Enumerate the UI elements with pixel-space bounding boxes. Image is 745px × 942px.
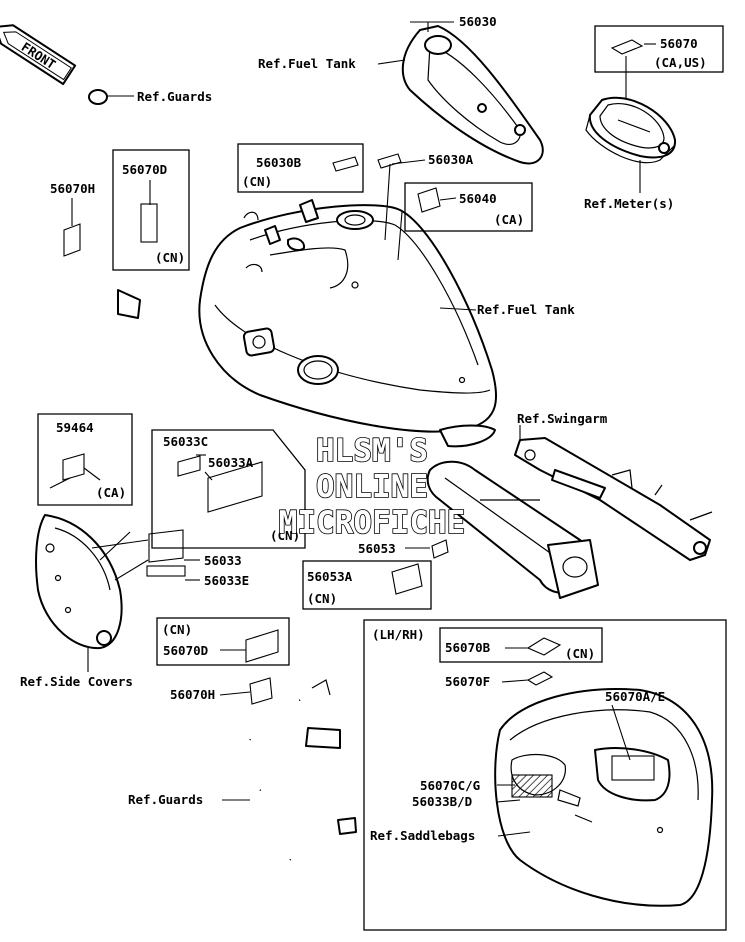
box-56070d-lower (156, 617, 290, 666)
decal-56070h-lower (249, 677, 273, 705)
label-56030b: 56030B (256, 155, 302, 170)
decal-56053a (391, 563, 423, 595)
label-ref-saddlebags: Ref.Saddlebags (370, 828, 475, 843)
label-56070-meter: 56070 (660, 36, 698, 51)
label-56033a: 56033A (208, 455, 254, 470)
label-ref-swingarm: Ref.Swingarm (517, 411, 608, 426)
decal-56033a (207, 461, 263, 513)
decal-56053 (431, 539, 449, 559)
label-56030: 56030 (459, 14, 497, 29)
box-saddlebag-group (363, 619, 727, 931)
label-cn-56033: (CN) (270, 528, 300, 543)
label-cn-56053a: (CN) (307, 591, 337, 606)
label-56033: 56033 (204, 553, 242, 568)
decal-56070h-upper (63, 223, 81, 257)
label-56070d-lower: 56070D (163, 643, 208, 658)
fuel-tank-cover-part (401, 22, 544, 165)
lower-guard-part (242, 679, 357, 875)
label-ref-fuel-tank-top: Ref.Fuel Tank (258, 56, 356, 71)
main-fuel-tank-part (198, 199, 498, 448)
label-lh-rh: (LH/RH) (372, 627, 425, 642)
label-56030a: 56030A (428, 152, 474, 167)
label-56053: 56053 (358, 541, 396, 556)
part-labels: 56030 Ref.Fuel Tank 56070 (CA,US) Ref.Me… (20, 14, 707, 843)
box-56070 (594, 25, 724, 73)
label-ref-fuel-tank-main: Ref.Fuel Tank (477, 302, 575, 317)
meter-part (585, 96, 677, 164)
decal-56070d-lower (245, 629, 279, 663)
decal-56070 (610, 39, 644, 55)
label-cn-56030b: (CN) (242, 174, 272, 189)
upper-guard-part (17, 89, 141, 319)
box-56033 (151, 429, 306, 549)
watermark-line-2: ONLINE (316, 469, 428, 505)
watermark-line-1: HLSM'S (316, 433, 428, 469)
box-56070b (439, 627, 603, 663)
label-ref-guards-top: Ref.Guards (137, 89, 212, 104)
label-56033e: 56033E (204, 573, 249, 588)
label-56070b: 56070B (445, 640, 491, 655)
box-56070d (112, 149, 190, 271)
label-cn-56070d-lower: (CN) (162, 622, 192, 637)
decal-56070f (526, 671, 554, 686)
decal-56030a (377, 153, 402, 169)
label-ca-us: (CA,US) (654, 55, 707, 70)
label-56040: 56040 (459, 191, 497, 206)
label-56033c: 56033C (163, 434, 208, 449)
front-arrow-icon: FRONT (0, 24, 77, 86)
box-56053a (302, 560, 432, 610)
box-56040 (404, 182, 533, 232)
watermark: HLSM'S ONLINE MICROFICHE (278, 432, 466, 542)
label-ref-meter: Ref.Meter(s) (584, 196, 674, 211)
swingarm-part (426, 437, 713, 599)
label-56033bd: 56033B/D (412, 794, 472, 809)
label-56053a: 56053A (307, 569, 353, 584)
label-56070ae: 56070A/E (605, 689, 665, 704)
decal-56070b (526, 637, 562, 656)
label-ca-59464: (CA) (96, 485, 126, 500)
watermark-line-3: MICROFICHE (279, 505, 466, 541)
decal-56033c (177, 455, 201, 477)
label-ref-guards-lower: Ref.Guards (128, 792, 203, 807)
decal-59464 (62, 453, 85, 481)
decal-56070d (140, 203, 158, 243)
label-59464: 59464 (56, 420, 94, 435)
side-cover-part (35, 514, 123, 650)
label-56070cg: 56070C/G (420, 778, 480, 793)
decal-56033e (146, 565, 186, 577)
label-56070h-upper: 56070H (50, 181, 95, 196)
box-56030b (237, 143, 364, 193)
label-cn-56070b: (CN) (565, 646, 595, 661)
saddlebag-part (494, 688, 714, 907)
decal-56040 (417, 187, 441, 213)
decal-56033 (148, 529, 184, 563)
box-59464 (37, 413, 133, 506)
label-ca-56040: (CA) (494, 212, 524, 227)
label-cn-56070d: (CN) (155, 250, 185, 265)
label-56070f: 56070F (445, 674, 490, 689)
label-ref-side-covers: Ref.Side Covers (20, 674, 133, 689)
leader-lines (49, 21, 656, 837)
decal-56030b (332, 156, 359, 172)
label-56070d: 56070D (122, 162, 167, 177)
label-56070h-lower: 56070H (170, 687, 215, 702)
